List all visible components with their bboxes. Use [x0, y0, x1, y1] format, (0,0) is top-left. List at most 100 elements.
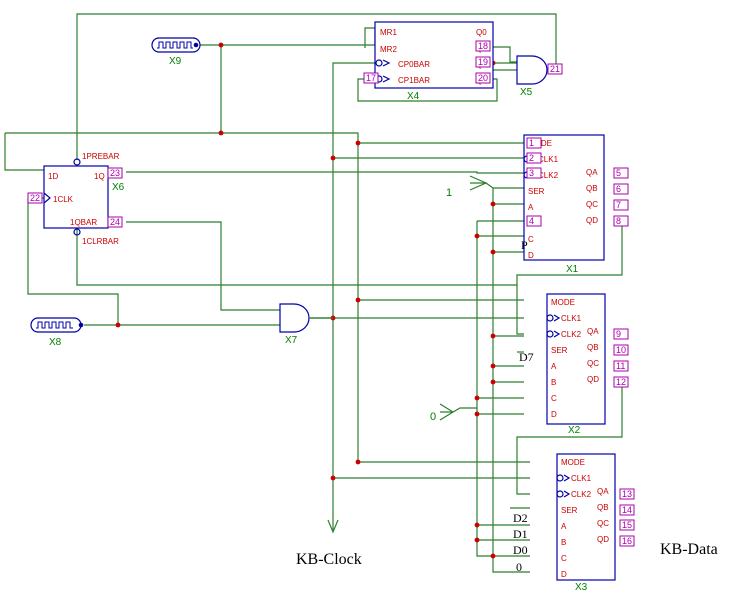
x3-clock-edge-icon	[563, 474, 571, 482]
net-box	[613, 215, 629, 227]
label-p: P	[521, 238, 528, 252]
net-box	[547, 63, 563, 75]
x2-pin-clk1: CLK1	[561, 314, 582, 323]
net-number: 5	[616, 168, 621, 178]
input-one-label: 1	[446, 187, 452, 199]
net-number: 1	[529, 138, 534, 148]
net-label-n19: 19	[475, 56, 491, 68]
component-x6[interactable]: 1PREBAR 1D 1Q 1CLK 1QBAR 1CLRBAR X6	[43, 152, 125, 246]
component-x9[interactable]: X9	[151, 37, 201, 67]
net-label-n18: 18	[475, 40, 491, 52]
net-label-n20: 20	[475, 72, 491, 84]
net-box	[475, 56, 491, 68]
x3-pin-b: B	[561, 538, 566, 547]
x2-pin-qc: QC	[587, 359, 599, 368]
x3-pin-qa: QA	[597, 487, 609, 496]
net-box	[27, 192, 43, 204]
input-one[interactable]: 1	[446, 175, 488, 199]
net-box	[526, 167, 542, 179]
x2-pin-clk2: CLK2	[561, 330, 582, 339]
component-x1[interactable]: MODECLK1CLK2SERABCDQAQBQCQDX1	[523, 134, 605, 275]
net-label-n11: 11	[613, 360, 629, 372]
net-box	[613, 199, 629, 211]
x2-pin-qb: QB	[587, 343, 599, 352]
kb-clock-label: KB-Clock	[296, 551, 362, 568]
x3-pin-d: D	[561, 570, 567, 579]
x8-label: X8	[49, 337, 62, 348]
net-number: 17	[366, 73, 376, 83]
net-number: 16	[622, 536, 632, 546]
x2-pin-mode: MODE	[551, 298, 575, 307]
x4-pin-mr1: MR1	[380, 28, 397, 37]
net-label-n13: 13	[619, 488, 635, 500]
net-label-n14: 14	[619, 504, 635, 516]
x3-pin-a: A	[561, 522, 567, 531]
net-number: 2	[529, 153, 534, 163]
net-box	[526, 152, 542, 164]
net-number: 21	[550, 64, 560, 74]
net-number: 23	[110, 168, 120, 178]
net-label-n24: 24	[107, 216, 123, 228]
net-box	[107, 216, 123, 228]
x3-pin-c: C	[561, 554, 567, 563]
net-label-n6: 6	[613, 183, 629, 195]
x3-pin-clk2: CLK2	[571, 490, 592, 499]
net-box	[613, 328, 629, 340]
net-label-n7: 7	[613, 199, 629, 211]
x3-pin-qb: QB	[597, 503, 609, 512]
x3-pin-bubble	[556, 490, 564, 498]
x2-pin-bubble	[546, 330, 554, 338]
net-label-n22: 22	[27, 192, 43, 204]
x3-pin-bubble	[556, 474, 564, 482]
net-box	[107, 167, 123, 179]
net-number: 20	[478, 73, 488, 83]
x6-pin-1d: 1D	[48, 172, 58, 181]
net-label-n3: 3	[526, 167, 542, 179]
x1-pin-clk2: CLK2	[538, 171, 559, 180]
junction-dots	[115, 42, 496, 559]
net-number: 22	[30, 193, 40, 203]
x4-body	[374, 21, 494, 89]
x4-pin-cp1bar: CP1BAR	[398, 76, 430, 85]
net-box	[613, 167, 629, 179]
x2-label: X2	[568, 425, 581, 436]
net-number: 11	[616, 361, 625, 371]
net-label-n5: 5	[613, 167, 629, 179]
x3-label: X3	[575, 582, 588, 593]
component-x7[interactable]: X7	[279, 303, 333, 346]
kb-data-label: KB-Data	[660, 541, 718, 558]
component-x4[interactable]: MR1 MR2 CP0BAR CP1BAR Q0 Q1 Q2 Q3 X4	[374, 21, 494, 102]
input-zero[interactable]: 0	[430, 403, 455, 423]
label-d1: D1	[513, 527, 528, 541]
net-number: 10	[616, 345, 626, 355]
x6-label: X6	[112, 182, 125, 193]
net-label-n8: 8	[613, 215, 629, 227]
x6-pin-prebar: 1PREBAR	[82, 152, 120, 161]
x2-pin-b: B	[551, 378, 556, 387]
x5-label: X5	[520, 87, 533, 98]
x6-pin-1qbar: 1QBAR	[70, 218, 97, 227]
wires	[4, 13, 623, 573]
net-box	[619, 504, 635, 516]
x9-label: X9	[169, 56, 182, 67]
x2-pin-qd: QD	[587, 375, 599, 384]
x4-pin-cp0bar: CP0BAR	[398, 60, 430, 69]
x1-pin-qb: QB	[586, 184, 598, 193]
x2-body	[546, 293, 606, 425]
net-number: 15	[622, 520, 632, 530]
x1-label: X1	[566, 264, 579, 275]
component-x5[interactable]: X5	[516, 55, 548, 98]
x2-pin-bubble	[546, 314, 554, 322]
component-x8[interactable]: X8	[30, 317, 84, 348]
net-label-n1: 1	[526, 137, 542, 149]
net-number: 3	[529, 168, 534, 178]
x1-pin-qd: QD	[586, 216, 598, 225]
net-number: 4	[529, 216, 534, 226]
x1-pin-qa: QA	[586, 168, 598, 177]
net-label-n10: 10	[613, 344, 629, 356]
x3-pin-ser: SER	[561, 506, 578, 515]
